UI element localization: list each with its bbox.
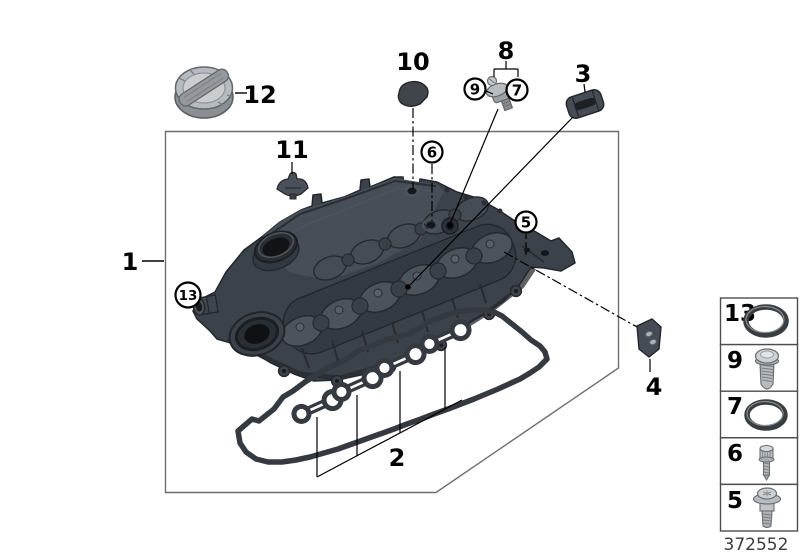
dumbbell-gasket bbox=[374, 343, 427, 378]
outer-gasket bbox=[235, 307, 550, 465]
callout-1[interactable]: 1 bbox=[122, 248, 139, 276]
svg-text:7: 7 bbox=[727, 394, 743, 420]
callout-9[interactable]: 9 bbox=[463, 77, 487, 101]
valve-cover-illustration bbox=[192, 176, 576, 388]
bracket-part bbox=[636, 318, 662, 358]
legend-row-6[interactable]: 6 bbox=[719, 437, 799, 486]
callout-3[interactable]: 3 bbox=[575, 60, 592, 88]
legend-row-13[interactable]: 13 bbox=[719, 297, 799, 346]
callout-5[interactable]: 5 bbox=[514, 210, 538, 234]
diagram-number: 372552 bbox=[724, 535, 789, 555]
callout-6[interactable]: 6 bbox=[420, 140, 444, 164]
callout-2[interactable]: 2 bbox=[389, 444, 406, 472]
sealing-cap-part bbox=[397, 80, 429, 107]
oil-filler-neck bbox=[252, 230, 300, 272]
oil-filler-cap-part bbox=[174, 66, 234, 119]
legend-row-7[interactable]: 7 bbox=[719, 390, 799, 439]
o-ring-icon bbox=[744, 399, 788, 431]
legend-row-9[interactable]: 9 bbox=[719, 343, 799, 392]
screw-icon bbox=[754, 348, 780, 390]
clip-bracket-part bbox=[276, 171, 309, 200]
flange-screw-icon bbox=[752, 487, 782, 529]
callout-10[interactable]: 10 bbox=[396, 48, 429, 76]
callouts: 1 2 3 4 8 10 11 12 9 7 6 5 13 bbox=[122, 37, 663, 472]
callout-12[interactable]: 12 bbox=[243, 81, 276, 109]
svg-text:13: 13 bbox=[179, 288, 198, 304]
callout-13[interactable]: 13 bbox=[174, 281, 202, 309]
stud-bolt-icon bbox=[758, 444, 775, 481]
svg-text:6: 6 bbox=[727, 441, 743, 467]
grommet-part bbox=[565, 89, 605, 119]
o-ring-icon bbox=[743, 304, 789, 338]
vacuum-pump-opening bbox=[228, 311, 286, 357]
callout-8[interactable]: 8 bbox=[498, 37, 515, 65]
callout-7[interactable]: 7 bbox=[505, 78, 529, 102]
svg-text:9: 9 bbox=[470, 81, 480, 99]
callout-11[interactable]: 11 bbox=[275, 136, 308, 164]
svg-text:7: 7 bbox=[512, 82, 522, 100]
dumbbell-gasket bbox=[419, 319, 472, 354]
svg-text:9: 9 bbox=[727, 348, 743, 374]
legend: 13 9 7 bbox=[719, 297, 799, 532]
legend-row-5[interactable]: 5 bbox=[719, 483, 799, 532]
svg-text:6: 6 bbox=[427, 144, 437, 162]
svg-text:5: 5 bbox=[521, 214, 531, 232]
leader-lines bbox=[142, 61, 651, 478]
gasket-set-illustration bbox=[235, 307, 550, 465]
diagram-frame bbox=[164, 130, 620, 494]
callout-4[interactable]: 4 bbox=[646, 373, 663, 401]
svg-text:5: 5 bbox=[727, 488, 743, 514]
